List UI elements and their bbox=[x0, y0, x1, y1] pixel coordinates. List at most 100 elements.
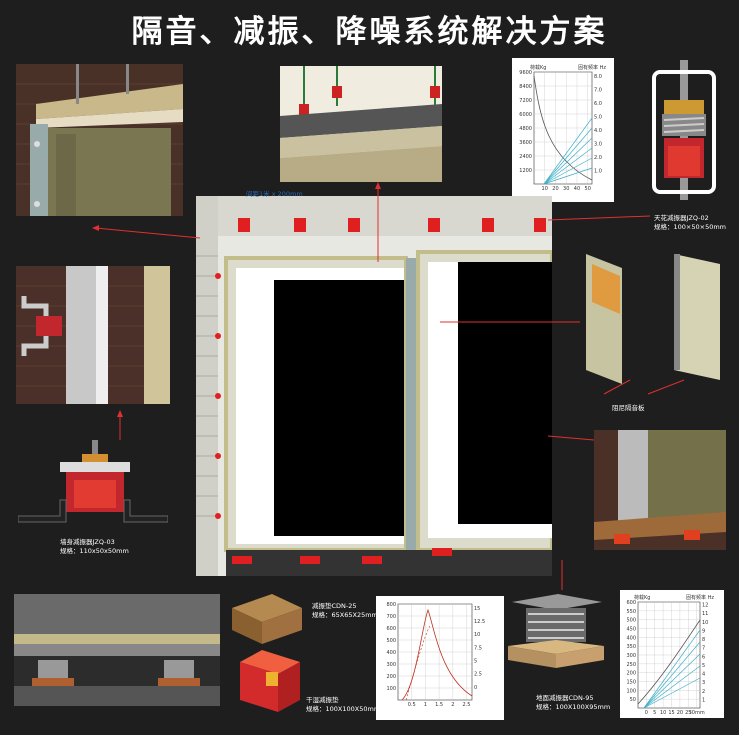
x-tick-label: 0.5 bbox=[408, 702, 416, 708]
y-axis-label: 荷载Kg bbox=[634, 594, 650, 601]
pad-cdn25-render bbox=[232, 594, 302, 644]
y-tick-label: 300 bbox=[626, 653, 636, 659]
y-tick-label: 200 bbox=[626, 671, 636, 677]
right-tick-label: 1 bbox=[702, 697, 705, 703]
y-tick-label: 6000 bbox=[519, 112, 532, 118]
damping-board-render bbox=[582, 254, 722, 384]
y-tick-label: 800 bbox=[386, 602, 396, 608]
ceiling-isolator-spec: 规格：100×50×50mm bbox=[654, 223, 727, 231]
ceiling-hanger-render bbox=[280, 66, 442, 182]
x-tick-label: 30 bbox=[563, 186, 569, 192]
x-tick-label: 15 bbox=[668, 710, 674, 716]
frequency-curve bbox=[643, 629, 701, 709]
y-tick-label: 2400 bbox=[519, 154, 532, 160]
right-tick-label: 6 bbox=[702, 654, 705, 660]
y-tick-label: 600 bbox=[386, 626, 396, 632]
right-tick-label: 12.5 bbox=[474, 619, 485, 625]
y-tick-label: 4800 bbox=[519, 126, 532, 132]
right-tick-label: 8.0 bbox=[594, 74, 602, 80]
wall-ceiling-render bbox=[16, 64, 183, 216]
right-tick-label: 2.5 bbox=[474, 672, 482, 678]
y-tick-label: 100 bbox=[386, 686, 396, 692]
right-tick-label: 12 bbox=[702, 603, 708, 609]
x-tick-label: 30mm bbox=[689, 710, 705, 716]
frequency-curve bbox=[543, 147, 593, 185]
right-tick-label: 10 bbox=[702, 620, 708, 626]
ceiling-isolator-render bbox=[650, 60, 720, 200]
frequency-curve bbox=[543, 137, 593, 185]
right-tick-label: 7.5 bbox=[474, 645, 482, 651]
floating-floor-render bbox=[14, 594, 220, 706]
right-tick-label: 1.0 bbox=[594, 169, 602, 175]
floor-detail-render bbox=[594, 430, 726, 550]
floor-isolator-render bbox=[508, 594, 604, 668]
response-curve bbox=[401, 608, 473, 701]
frequency-curve bbox=[543, 167, 593, 185]
right-tick-label: 7 bbox=[702, 646, 705, 652]
frequency-curve bbox=[543, 117, 593, 185]
room-section-drawing bbox=[196, 196, 552, 576]
x-tick-label: 20 bbox=[552, 186, 558, 192]
frequency-curve bbox=[643, 677, 701, 709]
right-tick-label: 4.0 bbox=[594, 128, 602, 134]
pad-cdn25-label: 减振垫CDN-25 bbox=[312, 602, 357, 610]
y-tick-label: 3600 bbox=[519, 140, 532, 146]
right-tick-label: 5.0 bbox=[594, 115, 602, 121]
right-tick-label: 11 bbox=[702, 611, 708, 617]
frequency-curve bbox=[543, 157, 593, 185]
x-tick-label: 20 bbox=[677, 710, 683, 716]
y-tick-label: 700 bbox=[386, 614, 396, 620]
right-tick-label: 3 bbox=[702, 680, 705, 686]
y-tick-label: 400 bbox=[386, 650, 396, 656]
damped-curve bbox=[405, 625, 431, 701]
pad-dry-render bbox=[240, 650, 300, 712]
right-tick-label: 10 bbox=[474, 632, 480, 638]
wall-isolator-render bbox=[18, 440, 168, 532]
x-tick-label: 2 bbox=[451, 702, 454, 708]
right-tick-label: 7.0 bbox=[594, 88, 602, 94]
frequency-curve bbox=[643, 641, 701, 709]
frequency-curve bbox=[643, 665, 701, 709]
y-tick-label: 500 bbox=[626, 618, 636, 624]
x-tick-label: 1.5 bbox=[435, 702, 443, 708]
y-tick-label: 600 bbox=[626, 600, 636, 606]
x-tick-label: 10 bbox=[542, 186, 548, 192]
x-tick-label: 2.5 bbox=[463, 702, 471, 708]
right-tick-label: 2 bbox=[702, 689, 705, 695]
pad-dry-spec: 规格：100X100X50mm bbox=[306, 705, 381, 713]
right-tick-label: 15 bbox=[474, 606, 480, 612]
x-tick-label: 50 bbox=[585, 186, 591, 192]
x-tick-label: 40 bbox=[574, 186, 580, 192]
ceiling-isolator-label: 天花减振器JZQ-02 bbox=[654, 214, 709, 222]
right-axis-label: 固有频率 Hz bbox=[578, 64, 606, 71]
y-tick-label: 7200 bbox=[519, 98, 532, 104]
y-tick-label: 50 bbox=[630, 697, 636, 703]
x-tick-label: 5 bbox=[653, 710, 656, 716]
y-tick-label: 350 bbox=[626, 644, 636, 650]
load-curve bbox=[637, 619, 701, 705]
right-tick-label: 3.0 bbox=[594, 142, 602, 148]
right-tick-label: 6.0 bbox=[594, 101, 602, 107]
frequency-curve bbox=[643, 653, 701, 709]
right-tick-label: 2.0 bbox=[594, 155, 602, 161]
x-tick-label: 1 bbox=[424, 702, 427, 708]
y-tick-label: 150 bbox=[626, 680, 636, 686]
right-tick-label: 8 bbox=[702, 637, 705, 643]
y-tick-label: 300 bbox=[386, 662, 396, 668]
y-tick-label: 450 bbox=[626, 627, 636, 633]
right-tick-label: 4 bbox=[702, 672, 705, 678]
damping-board-label: 阻尼隔音板 bbox=[612, 404, 645, 412]
wall-isolator-label: 墙身减振器JZQ-03 bbox=[60, 538, 115, 546]
right-tick-label: 5 bbox=[474, 659, 477, 665]
y-tick-label: 100 bbox=[626, 688, 636, 694]
right-axis-label: 固有频率 Hz bbox=[686, 594, 714, 601]
y-tick-label: 1200 bbox=[519, 168, 532, 174]
load-curve bbox=[533, 75, 593, 181]
pad-dry-label: 干湿减振垫 bbox=[306, 696, 339, 704]
y-tick-label: 9600 bbox=[519, 70, 532, 76]
y-axis-label: 荷载Kg bbox=[530, 64, 546, 71]
spacing-note: 间距1米 x 200mm bbox=[246, 190, 303, 198]
